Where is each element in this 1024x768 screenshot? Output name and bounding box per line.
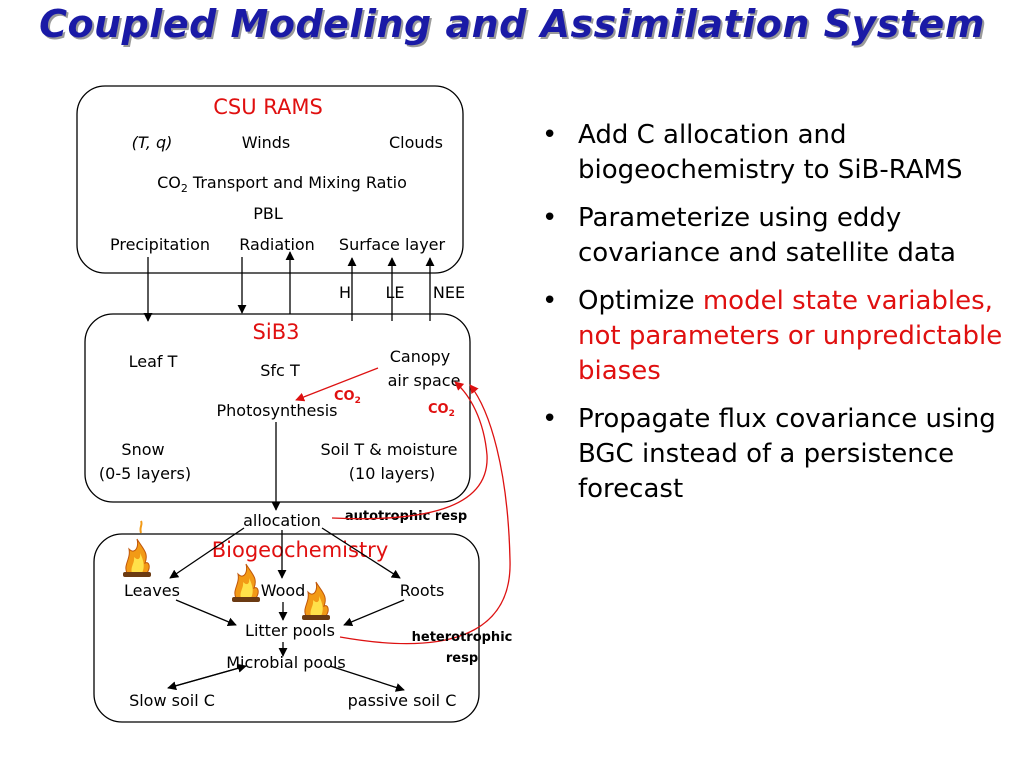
rams-co2-transport: CO2 Transport and Mixing Ratio bbox=[157, 173, 407, 195]
heterotrophic-resp-label-2: resp bbox=[446, 651, 478, 666]
bullet-item: • Optimize model state variables, not par… bbox=[538, 284, 1008, 389]
sib-snow: Snow bbox=[121, 440, 164, 459]
fire-icon bbox=[123, 520, 151, 577]
allocation-label: allocation bbox=[243, 511, 321, 530]
rams-tq: (T, q) bbox=[132, 133, 173, 152]
bullet-dot: • bbox=[542, 203, 558, 233]
rams-clouds: Clouds bbox=[389, 133, 443, 152]
bullet-list: • Add C allocation and biogeochemistry to… bbox=[538, 118, 1008, 520]
fire-icon bbox=[302, 581, 330, 620]
bgc-passive-soil: passive soil C bbox=[348, 691, 457, 710]
sib-air-space: air space bbox=[388, 371, 461, 390]
slide-title: Coupled Modeling and Assimilation System bbox=[39, 2, 985, 46]
bullet-dot: • bbox=[542, 286, 558, 316]
rams-precipitation: Precipitation bbox=[110, 235, 210, 254]
arrow-leaves-litter bbox=[175, 599, 237, 627]
bullet-text: Propagate flux covariance using BGC inst… bbox=[578, 404, 996, 504]
sib-canopy: Canopy bbox=[390, 347, 451, 366]
rams-box bbox=[76, 85, 464, 274]
arrow-slow-microbial bbox=[167, 663, 247, 689]
arrow-allocation-roots bbox=[321, 527, 401, 579]
bullet-dot: • bbox=[542, 404, 558, 434]
co2-label-b: CO2 bbox=[428, 402, 455, 419]
rams-radiation: Radiation bbox=[239, 235, 315, 254]
bullet-dot: • bbox=[542, 120, 558, 150]
arrow-heterotrophic-resp bbox=[339, 384, 511, 645]
bgc-microbial: Microbial pools bbox=[226, 653, 346, 672]
bullet-text: Parameterize using eddy covariance and s… bbox=[578, 203, 956, 268]
bullet-text: Add C allocation and biogeochemistry to … bbox=[578, 120, 963, 185]
bgc-roots: Roots bbox=[400, 581, 445, 600]
bullet-item: • Parameterize using eddy covariance and … bbox=[538, 201, 1008, 271]
sib-header: SiB3 bbox=[253, 320, 300, 344]
bgc-slow-soil: Slow soil C bbox=[129, 691, 215, 710]
bgc-box bbox=[93, 533, 480, 723]
sib-leaf-t: Leaf T bbox=[129, 352, 178, 371]
arrow-allocation-leaves bbox=[169, 527, 245, 579]
rams-pbl: PBL bbox=[253, 204, 283, 223]
flux-nee: NEE bbox=[433, 283, 465, 302]
rams-surface-layer: Surface layer bbox=[339, 235, 446, 254]
arrow-microbial-passive bbox=[329, 665, 405, 692]
flux-le: LE bbox=[385, 283, 404, 302]
arrow-co2-uptake bbox=[295, 367, 379, 402]
bullet-item: • Add C allocation and biogeochemistry to… bbox=[538, 118, 1008, 188]
bgc-header: Biogeochemistry bbox=[212, 538, 389, 562]
sib-soil: Soil T & moisture bbox=[321, 440, 458, 459]
flux-h: H bbox=[339, 283, 351, 302]
bullet-highlight: model state variables, not parameters or… bbox=[578, 286, 1003, 386]
fire-icon bbox=[232, 563, 260, 602]
sib-soil-layers: (10 layers) bbox=[349, 464, 435, 483]
arrow-autotrophic-resp bbox=[331, 381, 488, 520]
bullet-item: • Propagate flux covariance using BGC ins… bbox=[538, 402, 1008, 507]
sib-photosynthesis: Photosynthesis bbox=[217, 401, 338, 420]
co2-label-a: CO2 bbox=[334, 389, 361, 406]
heterotrophic-resp-label: heterotrophic bbox=[412, 630, 513, 645]
rams-header: CSU RAMS bbox=[213, 95, 323, 119]
bullet-text: Optimize bbox=[578, 286, 703, 316]
sib-sfc-t: Sfc T bbox=[260, 361, 300, 380]
sib-snow-layers: (0-5 layers) bbox=[99, 464, 191, 483]
rams-winds: Winds bbox=[242, 133, 291, 152]
bgc-leaves: Leaves bbox=[124, 581, 180, 600]
bgc-wood: Wood bbox=[261, 581, 306, 600]
bgc-litter: Litter pools bbox=[245, 621, 335, 640]
arrow-roots-litter bbox=[343, 599, 405, 627]
